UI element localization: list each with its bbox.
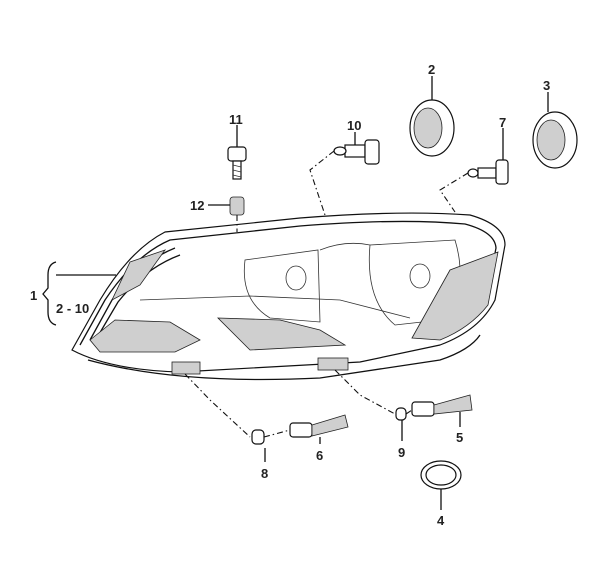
part-9-bulb <box>334 369 407 441</box>
part-7-bulb <box>439 128 509 213</box>
part-10-bulb <box>309 132 380 216</box>
label-6: 6 <box>316 448 323 463</box>
label-11: 11 <box>229 112 243 127</box>
part-5-socket <box>405 394 473 427</box>
part-6-socket <box>263 414 349 444</box>
label-7: 7 <box>499 115 506 130</box>
label-2-10: 2 - 10 <box>56 301 89 316</box>
label-4: 4 <box>437 513 445 528</box>
part-4-seal <box>420 460 462 510</box>
label-5: 5 <box>456 430 463 445</box>
label-9: 9 <box>398 445 405 460</box>
part-12-grommet <box>208 196 245 232</box>
label-3: 3 <box>543 78 550 93</box>
label-10: 10 <box>347 118 361 133</box>
headlight-housing <box>71 212 506 381</box>
part-8-bulb <box>184 373 266 462</box>
label-1: 1 <box>30 288 37 303</box>
label-12: 12 <box>190 198 204 213</box>
part-11-screw <box>227 125 247 180</box>
label-8: 8 <box>261 466 268 481</box>
part-2-cap <box>409 76 455 157</box>
part-3-cap <box>532 92 578 169</box>
label-2: 2 <box>428 62 435 77</box>
label-1-bracket <box>42 261 116 326</box>
